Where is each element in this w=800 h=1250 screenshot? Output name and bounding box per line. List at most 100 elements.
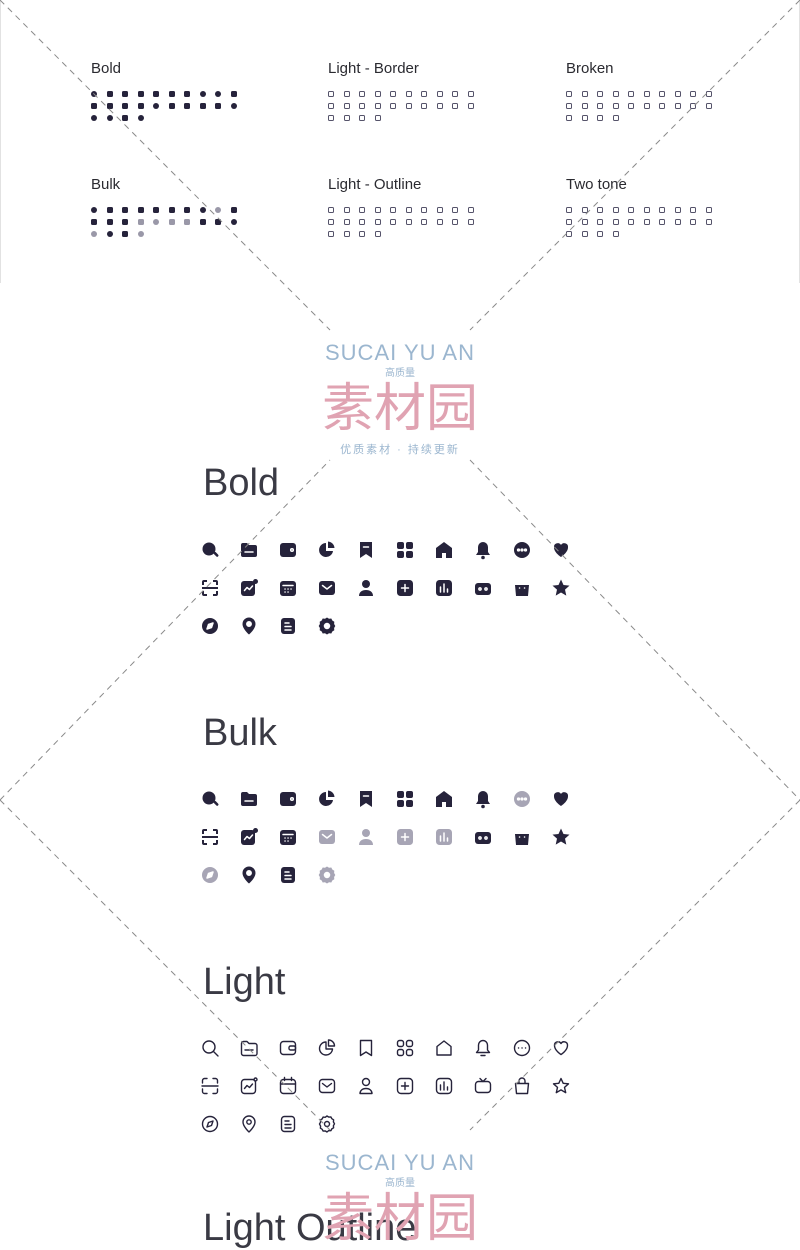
mini-graph-icon xyxy=(659,103,665,109)
mini-calendar-icon xyxy=(122,219,128,225)
mini-document-icon xyxy=(122,115,128,121)
bookmark-icon xyxy=(360,542,372,558)
mini-setting-icon xyxy=(612,115,619,121)
location-icon xyxy=(242,1115,256,1133)
overview-label-bold: Bold xyxy=(91,60,122,77)
discovery-icon xyxy=(202,867,218,883)
mini-heart-icon xyxy=(230,91,237,97)
overview-label-light-outline: Light - Outline xyxy=(328,176,422,193)
search-icon xyxy=(202,791,219,806)
mini-wallet-icon xyxy=(359,207,365,213)
plus-icon xyxy=(397,829,413,845)
star-icon xyxy=(552,1077,570,1094)
mini-chart-pie-icon xyxy=(374,91,381,97)
mini-notification-icon xyxy=(674,91,681,97)
scan-icon xyxy=(202,829,218,845)
mini-ticket-icon xyxy=(436,219,443,225)
mini-category-icon xyxy=(405,91,412,97)
mini-bookmark-icon xyxy=(390,207,396,213)
watermark-sub: 高质量 xyxy=(385,368,415,379)
overview-light-outline-icons xyxy=(328,207,483,237)
mini-location-icon xyxy=(581,115,588,121)
calendar-icon xyxy=(280,830,296,845)
mini-graph-icon xyxy=(659,219,665,225)
mini-notification-icon xyxy=(674,207,681,213)
mini-heart-icon xyxy=(705,91,712,97)
folder-icon xyxy=(241,792,257,806)
watermark-english: SUCAI YU AN xyxy=(325,340,475,365)
setting-icon xyxy=(318,866,336,884)
section-title-bold: Bold xyxy=(203,462,280,504)
mini-scan-icon xyxy=(566,219,572,225)
mini-discovery-icon xyxy=(328,115,334,121)
mini-profile-icon xyxy=(153,219,159,225)
graph-icon xyxy=(436,580,452,596)
document-icon xyxy=(281,618,295,634)
mini-wallet-icon xyxy=(122,91,128,97)
mini-activity-icon xyxy=(106,219,113,225)
activity-icon xyxy=(241,579,258,596)
discovery-icon xyxy=(202,618,218,634)
light-icon-grid xyxy=(200,1038,590,1134)
mini-chart-pie-icon xyxy=(374,207,381,213)
chart-pie-icon xyxy=(318,1039,336,1056)
wallet-icon xyxy=(280,543,296,557)
profile-icon xyxy=(359,1077,373,1095)
mini-ticket-icon xyxy=(674,103,681,109)
search-icon xyxy=(202,542,219,557)
mini-ticket-icon xyxy=(436,103,443,109)
mini-chart-pie-icon xyxy=(137,207,144,213)
overview-label-bulk: Bulk xyxy=(91,176,121,193)
bookmark-icon xyxy=(360,791,372,807)
heart-icon xyxy=(553,1041,569,1056)
mini-scan-icon xyxy=(91,219,97,225)
mini-bag-icon xyxy=(215,219,221,225)
mini-calendar-icon xyxy=(597,219,603,225)
mini-plus-icon xyxy=(405,219,412,225)
mini-location-icon xyxy=(343,231,350,237)
notification-icon xyxy=(475,1039,491,1057)
overview-bold-icons xyxy=(91,91,246,121)
mini-chat-icon xyxy=(452,207,458,213)
mini-category-icon xyxy=(168,207,175,213)
mini-message-icon xyxy=(374,103,381,109)
bookmark-icon xyxy=(359,1039,373,1057)
mini-bag-icon xyxy=(215,103,221,109)
mini-category-icon xyxy=(168,91,175,97)
mini-plus-icon xyxy=(168,219,175,225)
mini-activity-icon xyxy=(343,219,350,225)
mini-location-icon xyxy=(343,115,350,121)
mini-calendar-icon xyxy=(122,103,128,109)
mini-message-icon xyxy=(137,219,144,225)
mini-plus-icon xyxy=(643,103,650,109)
mini-home-icon xyxy=(184,207,190,213)
star-icon xyxy=(552,579,570,596)
mini-chat-icon xyxy=(690,207,696,213)
mini-discovery-icon xyxy=(328,231,334,237)
home-icon xyxy=(436,791,452,807)
mini-profile-icon xyxy=(628,219,634,225)
ticket-icon xyxy=(474,1077,492,1094)
mini-search-icon xyxy=(328,91,334,97)
mini-category-icon xyxy=(643,91,650,97)
mini-activity-icon xyxy=(581,103,588,109)
ticket-icon xyxy=(475,583,491,595)
mini-bag-icon xyxy=(452,103,458,109)
heart-icon xyxy=(553,543,569,557)
bag-icon xyxy=(514,1077,530,1095)
mini-star-icon xyxy=(230,219,237,225)
mini-discovery-icon xyxy=(91,231,97,237)
mini-heart-icon xyxy=(467,91,474,97)
heart-icon xyxy=(553,792,569,806)
mini-wallet-icon xyxy=(597,91,603,97)
plus-icon xyxy=(397,580,413,596)
document-icon xyxy=(281,867,295,883)
category-icon xyxy=(396,1039,414,1057)
mini-profile-icon xyxy=(153,103,159,109)
mini-notification-icon xyxy=(436,91,443,97)
watermark-chinese: 素材园 xyxy=(321,379,478,439)
mini-notification-icon xyxy=(436,207,443,213)
message-icon xyxy=(319,830,335,844)
mini-location-icon xyxy=(581,231,588,237)
mini-location-icon xyxy=(106,115,113,121)
